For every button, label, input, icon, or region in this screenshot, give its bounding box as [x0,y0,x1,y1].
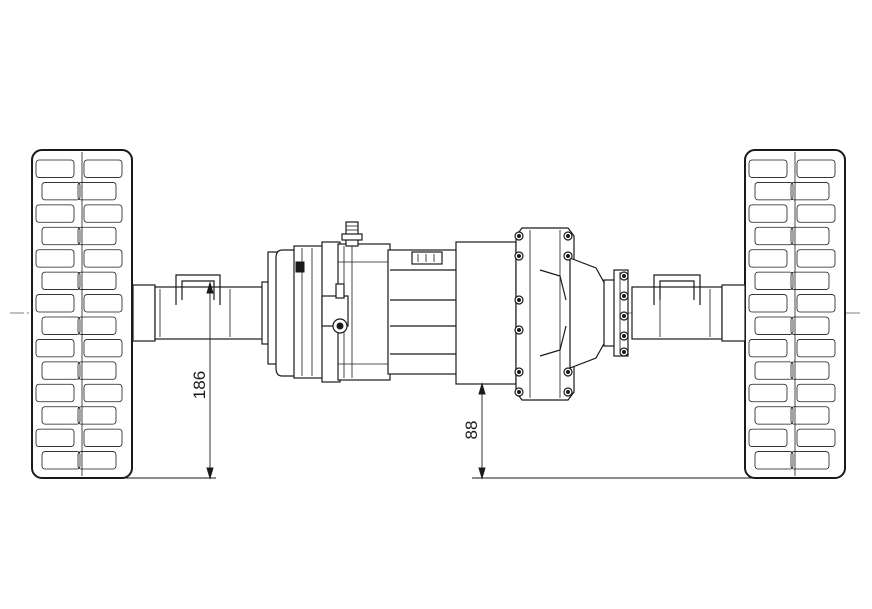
bolt-center [517,254,521,258]
bolt-center [566,234,570,238]
tread-block [41,226,81,246]
tread-block [77,182,117,201]
bolt-center [622,334,626,338]
tread-block [790,316,830,335]
dimension-left: 186 [125,281,216,480]
tread-block [796,428,836,447]
tread-block [796,159,836,178]
left-u-bracket [175,274,221,305]
tread-block [83,294,123,313]
bolt-center [566,390,570,394]
tread-block [748,249,788,268]
tread-block [754,182,794,201]
tread-block [754,226,794,246]
tread-block [35,204,75,223]
tread-block [77,226,117,246]
bolt-center [517,298,521,302]
bolt-center [517,234,521,238]
tread-block [748,428,788,447]
tread-block [41,406,81,425]
tread-block [754,451,794,470]
bolt-center [622,314,626,318]
tread-block [790,361,830,380]
tread-block [790,271,830,290]
bolt-center [517,390,521,394]
right-wheel [744,149,846,479]
gearbox [514,227,629,401]
tread-block [35,339,75,358]
tread-block [83,159,123,178]
dimension-right-label: 88 [462,421,481,440]
tread-block [41,361,81,380]
tread-block [41,451,81,470]
tread-block [77,406,117,425]
bolt-center [566,370,570,374]
tread-block [77,361,117,380]
right-u-bracket [653,274,701,305]
tread-block [796,339,836,358]
gearbox-bolts [514,231,629,397]
bolt-center [517,328,521,332]
left-tire-tread [35,159,123,470]
bolt-center [566,254,570,258]
tread-block [83,204,123,223]
tread-block [35,383,75,403]
tread-block [754,271,794,290]
tread-block [77,451,117,470]
tread-block [790,406,830,425]
tread-block [754,361,794,380]
brake-housing [455,241,517,385]
tread-block [748,383,788,403]
tread-block [77,271,117,290]
tread-block [83,249,123,268]
tread-block [748,159,788,178]
tread-block [83,428,123,447]
tread-block [83,339,123,358]
tread-block [77,316,117,335]
tread-block [754,316,794,335]
bolt-center [622,294,626,298]
tread-block [41,316,81,335]
motor-assembly [261,221,459,383]
right-axle-tube [631,274,746,342]
tread-block [35,428,75,447]
tread-block [790,226,830,246]
tread-block [35,294,75,313]
tread-block [790,451,830,470]
bolt-center [517,370,521,374]
left-wheel [31,149,133,479]
tread-block [796,383,836,403]
tread-block [83,383,123,403]
tread-block [796,294,836,313]
tread-block [790,182,830,201]
tread-block [748,339,788,358]
dimension-right: 88 [462,382,760,480]
tread-block [35,249,75,268]
tread-block [748,294,788,313]
left-axle-tube [132,274,264,342]
bolt-center [622,350,626,354]
right-tire-tread [748,159,836,470]
tread-block [796,249,836,268]
tread-block [754,406,794,425]
tread-block [796,204,836,223]
dimension-left-label: 186 [190,371,209,399]
tread-block [41,271,81,290]
tread-block [41,182,81,201]
tread-block [748,204,788,223]
tread-block [35,159,75,178]
bolt-center [622,274,626,278]
